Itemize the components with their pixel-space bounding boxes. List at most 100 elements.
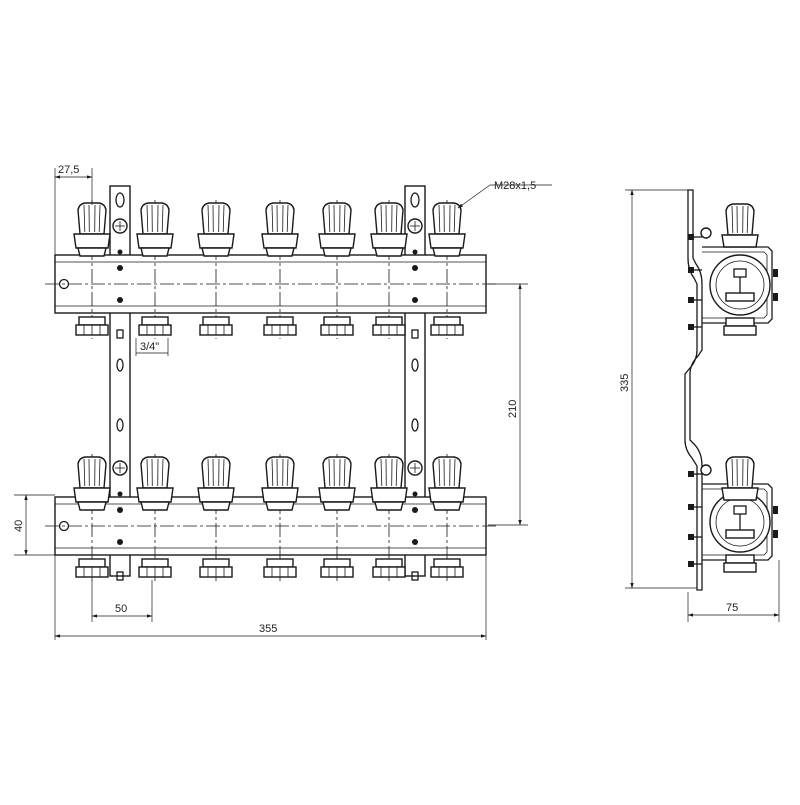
- cap-outline: [202, 457, 230, 488]
- outlet-nut-icon: [724, 318, 756, 335]
- supply-collector: [45, 255, 496, 313]
- cap-base: [262, 234, 298, 248]
- outlet-nut-icon: [76, 559, 108, 577]
- bolt-icon: [688, 504, 702, 510]
- dim-40-label: 40: [13, 520, 25, 532]
- clamp-nut-icon: [773, 506, 778, 514]
- nut-ring: [267, 559, 293, 567]
- meter-base: [726, 530, 754, 538]
- rivet-icon: [412, 265, 418, 271]
- bolt-icon: [701, 228, 711, 238]
- bolt-head: [688, 471, 694, 477]
- dim-27-5-label: 27,5: [58, 164, 79, 176]
- bolt-icon: [113, 219, 127, 233]
- cap-collar: [433, 502, 461, 510]
- cap-collar: [323, 248, 351, 256]
- valve-cap-icon: [198, 203, 234, 256]
- cap-collar: [323, 502, 351, 510]
- dim-75-label: 75: [726, 602, 738, 614]
- dim-355-label: 355: [259, 623, 277, 635]
- cap-base: [429, 488, 465, 502]
- cap-base: [371, 488, 407, 502]
- nut-hex: [724, 326, 756, 335]
- cap-base: [137, 488, 173, 502]
- meter-base: [726, 293, 754, 301]
- rivet-icon: [118, 250, 123, 255]
- cap-collar: [266, 248, 294, 256]
- bolt-icon: [688, 471, 702, 477]
- cap-base: [429, 234, 465, 248]
- dim-335-label: 335: [619, 374, 631, 392]
- nut-ring: [203, 317, 229, 325]
- outlet-nut-icon: [264, 559, 296, 577]
- valve-cap-icon: [371, 203, 407, 256]
- nut-ring: [142, 317, 168, 325]
- bolt-head: [688, 561, 694, 567]
- cap-outline: [266, 457, 294, 488]
- cap-base: [74, 234, 110, 248]
- outlet-nut-icon: [139, 559, 171, 577]
- dim-50: 50: [92, 580, 152, 622]
- valve-cap-icon: [429, 203, 465, 256]
- cap-base: [722, 488, 758, 500]
- rivet-icon: [412, 539, 418, 545]
- nut-ring: [376, 317, 402, 325]
- bolt-icon: [408, 219, 422, 233]
- cap-base: [722, 235, 758, 247]
- clamp-nut-icon: [773, 530, 778, 538]
- rivet-icon: [118, 492, 123, 497]
- outlet-nut-icon: [200, 559, 232, 577]
- cap-collar: [202, 502, 230, 510]
- cap-collar: [78, 502, 106, 510]
- cap-base: [371, 234, 407, 248]
- dim-50-label: 50: [115, 603, 127, 615]
- cap-outline: [375, 457, 403, 488]
- outlet-nut-icon: [139, 317, 171, 335]
- clamp-nut-icon: [773, 293, 778, 301]
- outlet-nut-icon: [724, 555, 756, 572]
- bolt-icon: [688, 534, 702, 540]
- outlet-nut-icon: [264, 317, 296, 335]
- dim-210: 210: [488, 284, 528, 525]
- outlet-nut-icon: [373, 559, 405, 577]
- valve-cap-icon: [262, 457, 298, 510]
- cap-base: [319, 234, 355, 248]
- cap-outline: [433, 203, 461, 234]
- cap-outline: [78, 203, 106, 234]
- bolt-head: [688, 297, 694, 303]
- cap-outline: [141, 203, 169, 234]
- nut-ring: [79, 317, 105, 325]
- valve-cap-icon: [429, 457, 465, 510]
- bolt-icon: [688, 324, 702, 330]
- cap-outline: [375, 203, 403, 234]
- valve-cap-icon: [198, 457, 234, 510]
- nut-ring: [142, 559, 168, 567]
- valve-cap-icon: [319, 457, 355, 510]
- nut-hex: [724, 563, 756, 572]
- dim-40: 40: [13, 495, 55, 555]
- cap-base: [74, 488, 110, 502]
- cap-outline: [323, 457, 351, 488]
- nut-ring: [324, 317, 350, 325]
- rivet-icon: [412, 297, 418, 303]
- side-bracket: [685, 190, 702, 590]
- dim-m28: M28x1,5: [458, 180, 552, 208]
- cap-base: [319, 488, 355, 502]
- bolt-icon: [113, 461, 127, 475]
- cap-collar: [375, 248, 403, 256]
- dim-3-4-label: 3/4": [140, 341, 159, 353]
- cap-outline: [141, 457, 169, 488]
- bolt-head: [688, 324, 694, 330]
- nut-ring: [267, 317, 293, 325]
- cap-base: [198, 234, 234, 248]
- valve-cap-icon: [319, 203, 355, 256]
- bolt-icon: [688, 234, 702, 240]
- outlet-nut-icon: [373, 317, 405, 335]
- bolt-icon: [688, 561, 702, 567]
- nut-ring: [376, 559, 402, 567]
- cap-collar: [141, 248, 169, 256]
- cap-outline: [726, 457, 754, 488]
- side-view: [685, 190, 778, 590]
- rivet-icon: [413, 492, 418, 497]
- bolt-head: [688, 534, 694, 540]
